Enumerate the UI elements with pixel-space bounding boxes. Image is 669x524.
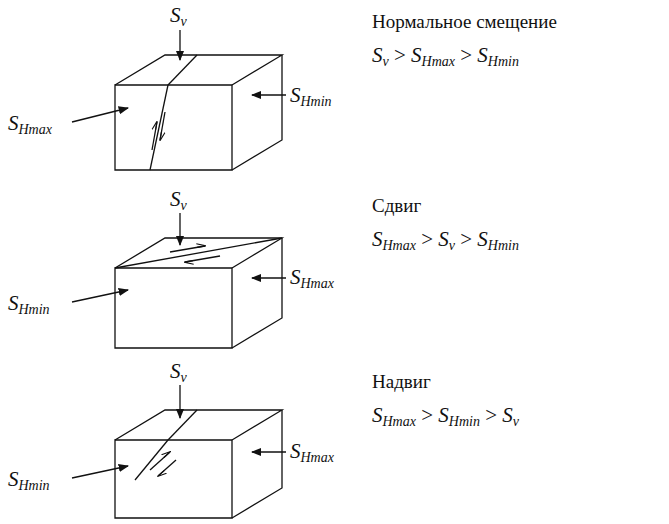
regime-name: Нормальное смещение xyxy=(372,12,557,33)
stress-label: Sv xyxy=(170,360,187,383)
strike-slip-block xyxy=(72,213,286,348)
stress-inequality: SHmax > Sv > SHmin xyxy=(372,228,519,251)
stress-label: SHmax xyxy=(290,440,334,463)
stress-label: SHmin xyxy=(8,468,50,491)
stress-label: SHmin xyxy=(290,84,332,107)
regime-name: Надвиг xyxy=(372,372,431,393)
stress-label: SHmin xyxy=(8,292,50,315)
regime-name: Сдвиг xyxy=(372,196,421,217)
normal-fault-block xyxy=(72,30,286,170)
stress-label: Sv xyxy=(170,188,187,211)
thrust-fault-block xyxy=(72,385,286,518)
stress-inequality: Sv > SHmax > SHmin xyxy=(372,44,519,67)
stress-label: Sv xyxy=(170,4,187,27)
stress-label: SHmax xyxy=(290,266,334,289)
stress-label: SHmax xyxy=(8,112,52,135)
stress-inequality: SHmax > SHmin > Sv xyxy=(372,404,519,427)
